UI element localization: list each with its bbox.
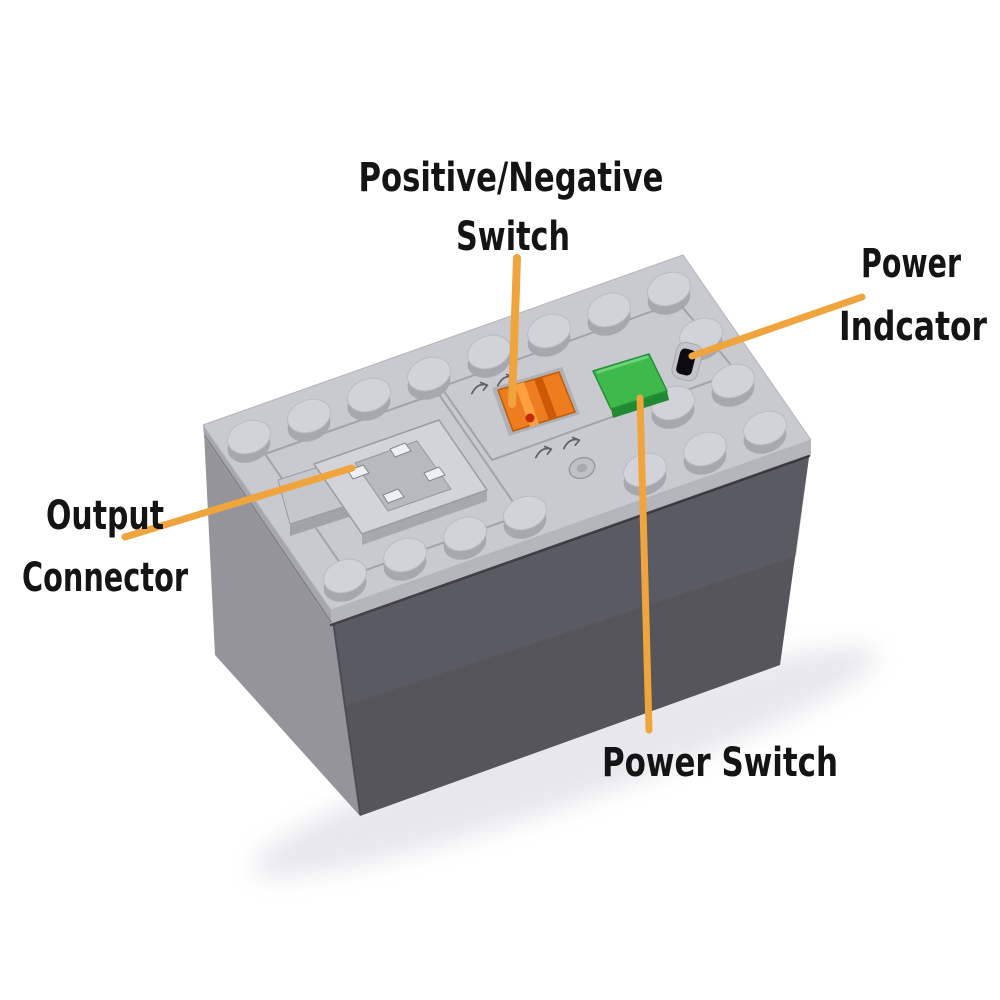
- stud: [711, 363, 755, 399]
- molded-arrow: [562, 436, 581, 450]
- box-front-face-sheen: [332, 450, 810, 706]
- lid-screw-inner: [576, 463, 588, 473]
- line-to-polarity-switch: [508, 254, 521, 408]
- label-positive-negative-switch: Positive/Negative: [359, 155, 664, 201]
- stud: [227, 419, 271, 455]
- stud: [287, 398, 331, 434]
- polarity-switch-dot: [525, 413, 535, 423]
- stud: [383, 537, 427, 573]
- plate-front-edge: [331, 440, 811, 626]
- polarity-switch-ridge-dark: [534, 377, 557, 420]
- stud: [647, 271, 691, 307]
- line-to-power-indicator: [688, 293, 866, 360]
- connector-contact: [423, 466, 446, 482]
- stud: [587, 292, 631, 328]
- stud: [743, 410, 787, 446]
- stud: [683, 431, 727, 467]
- box-front-face: [332, 450, 810, 816]
- label-power-indicator: Power: [861, 241, 961, 287]
- label-positive-negative-switch: Switch: [456, 214, 570, 260]
- output-connector-overhang-side: [290, 504, 352, 536]
- line-to-output-connector: [121, 464, 356, 541]
- stud: [527, 313, 571, 349]
- box-left-face: [204, 432, 360, 816]
- line-to-power-switch: [636, 394, 653, 734]
- stud: [467, 334, 511, 370]
- stud: [407, 356, 451, 392]
- plate-left-seam: [204, 435, 332, 623]
- plate-body-seam: [329, 454, 811, 627]
- stud: [323, 558, 367, 594]
- body-corner-edge: [332, 620, 361, 815]
- label-power-switch: Power Switch: [602, 740, 838, 786]
- molded-arrow: [534, 445, 553, 459]
- label-output-connector: Output: [46, 493, 164, 539]
- connector-contact: [389, 442, 412, 458]
- power-button-highlight: [596, 355, 649, 374]
- label-output-connector: Connector: [22, 555, 188, 601]
- stud: [347, 377, 391, 413]
- stud: [503, 495, 547, 531]
- connector-contact: [382, 488, 405, 504]
- output-connector-side: [362, 490, 487, 545]
- box-shadow: [252, 647, 878, 877]
- connector-contact: [347, 464, 370, 480]
- stud: [443, 516, 487, 552]
- label-power-indicator: Indcator: [839, 304, 987, 350]
- molded-arrow: [470, 381, 489, 395]
